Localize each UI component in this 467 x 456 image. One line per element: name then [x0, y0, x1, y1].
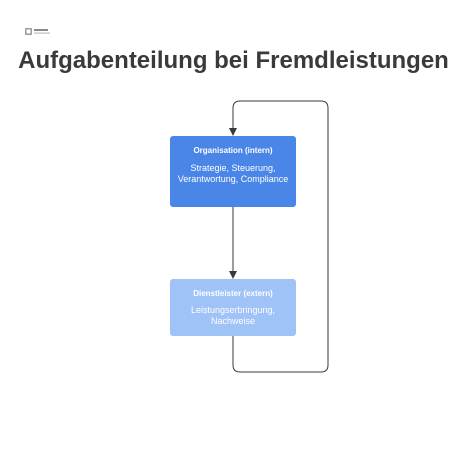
logo-icon	[25, 28, 50, 35]
node-dienstleister: Dienstleister (extern) Leistungserbringu…	[170, 279, 296, 336]
node-dienstleister-title: Dienstleister (extern)	[193, 289, 273, 298]
node-organisation: Organisation (intern) Strategie, Steueru…	[170, 136, 296, 207]
node-organisation-body: Strategie, Steuerung, Verantwortung, Com…	[177, 163, 289, 184]
node-dienstleister-body: Leistungserbringung, Nachweise	[190, 305, 276, 326]
node-organisation-title: Organisation (intern)	[193, 146, 273, 155]
edge-dienstleister-to-organisation	[229, 100, 329, 373]
page-title: Aufgabenteilung bei Fremdleistungen	[18, 47, 449, 74]
